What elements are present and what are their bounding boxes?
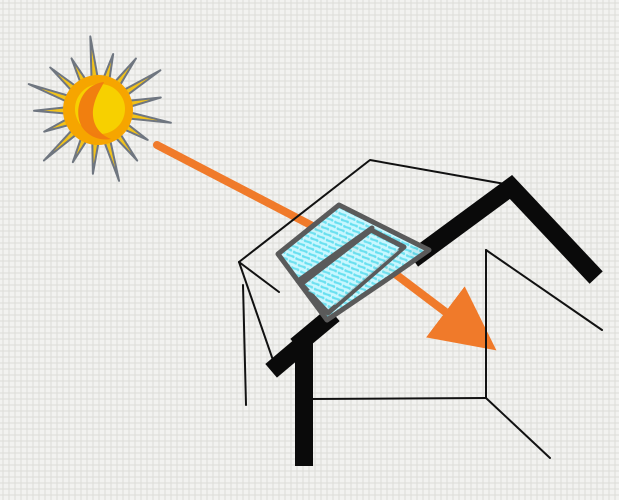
room-floor-back xyxy=(309,398,486,399)
